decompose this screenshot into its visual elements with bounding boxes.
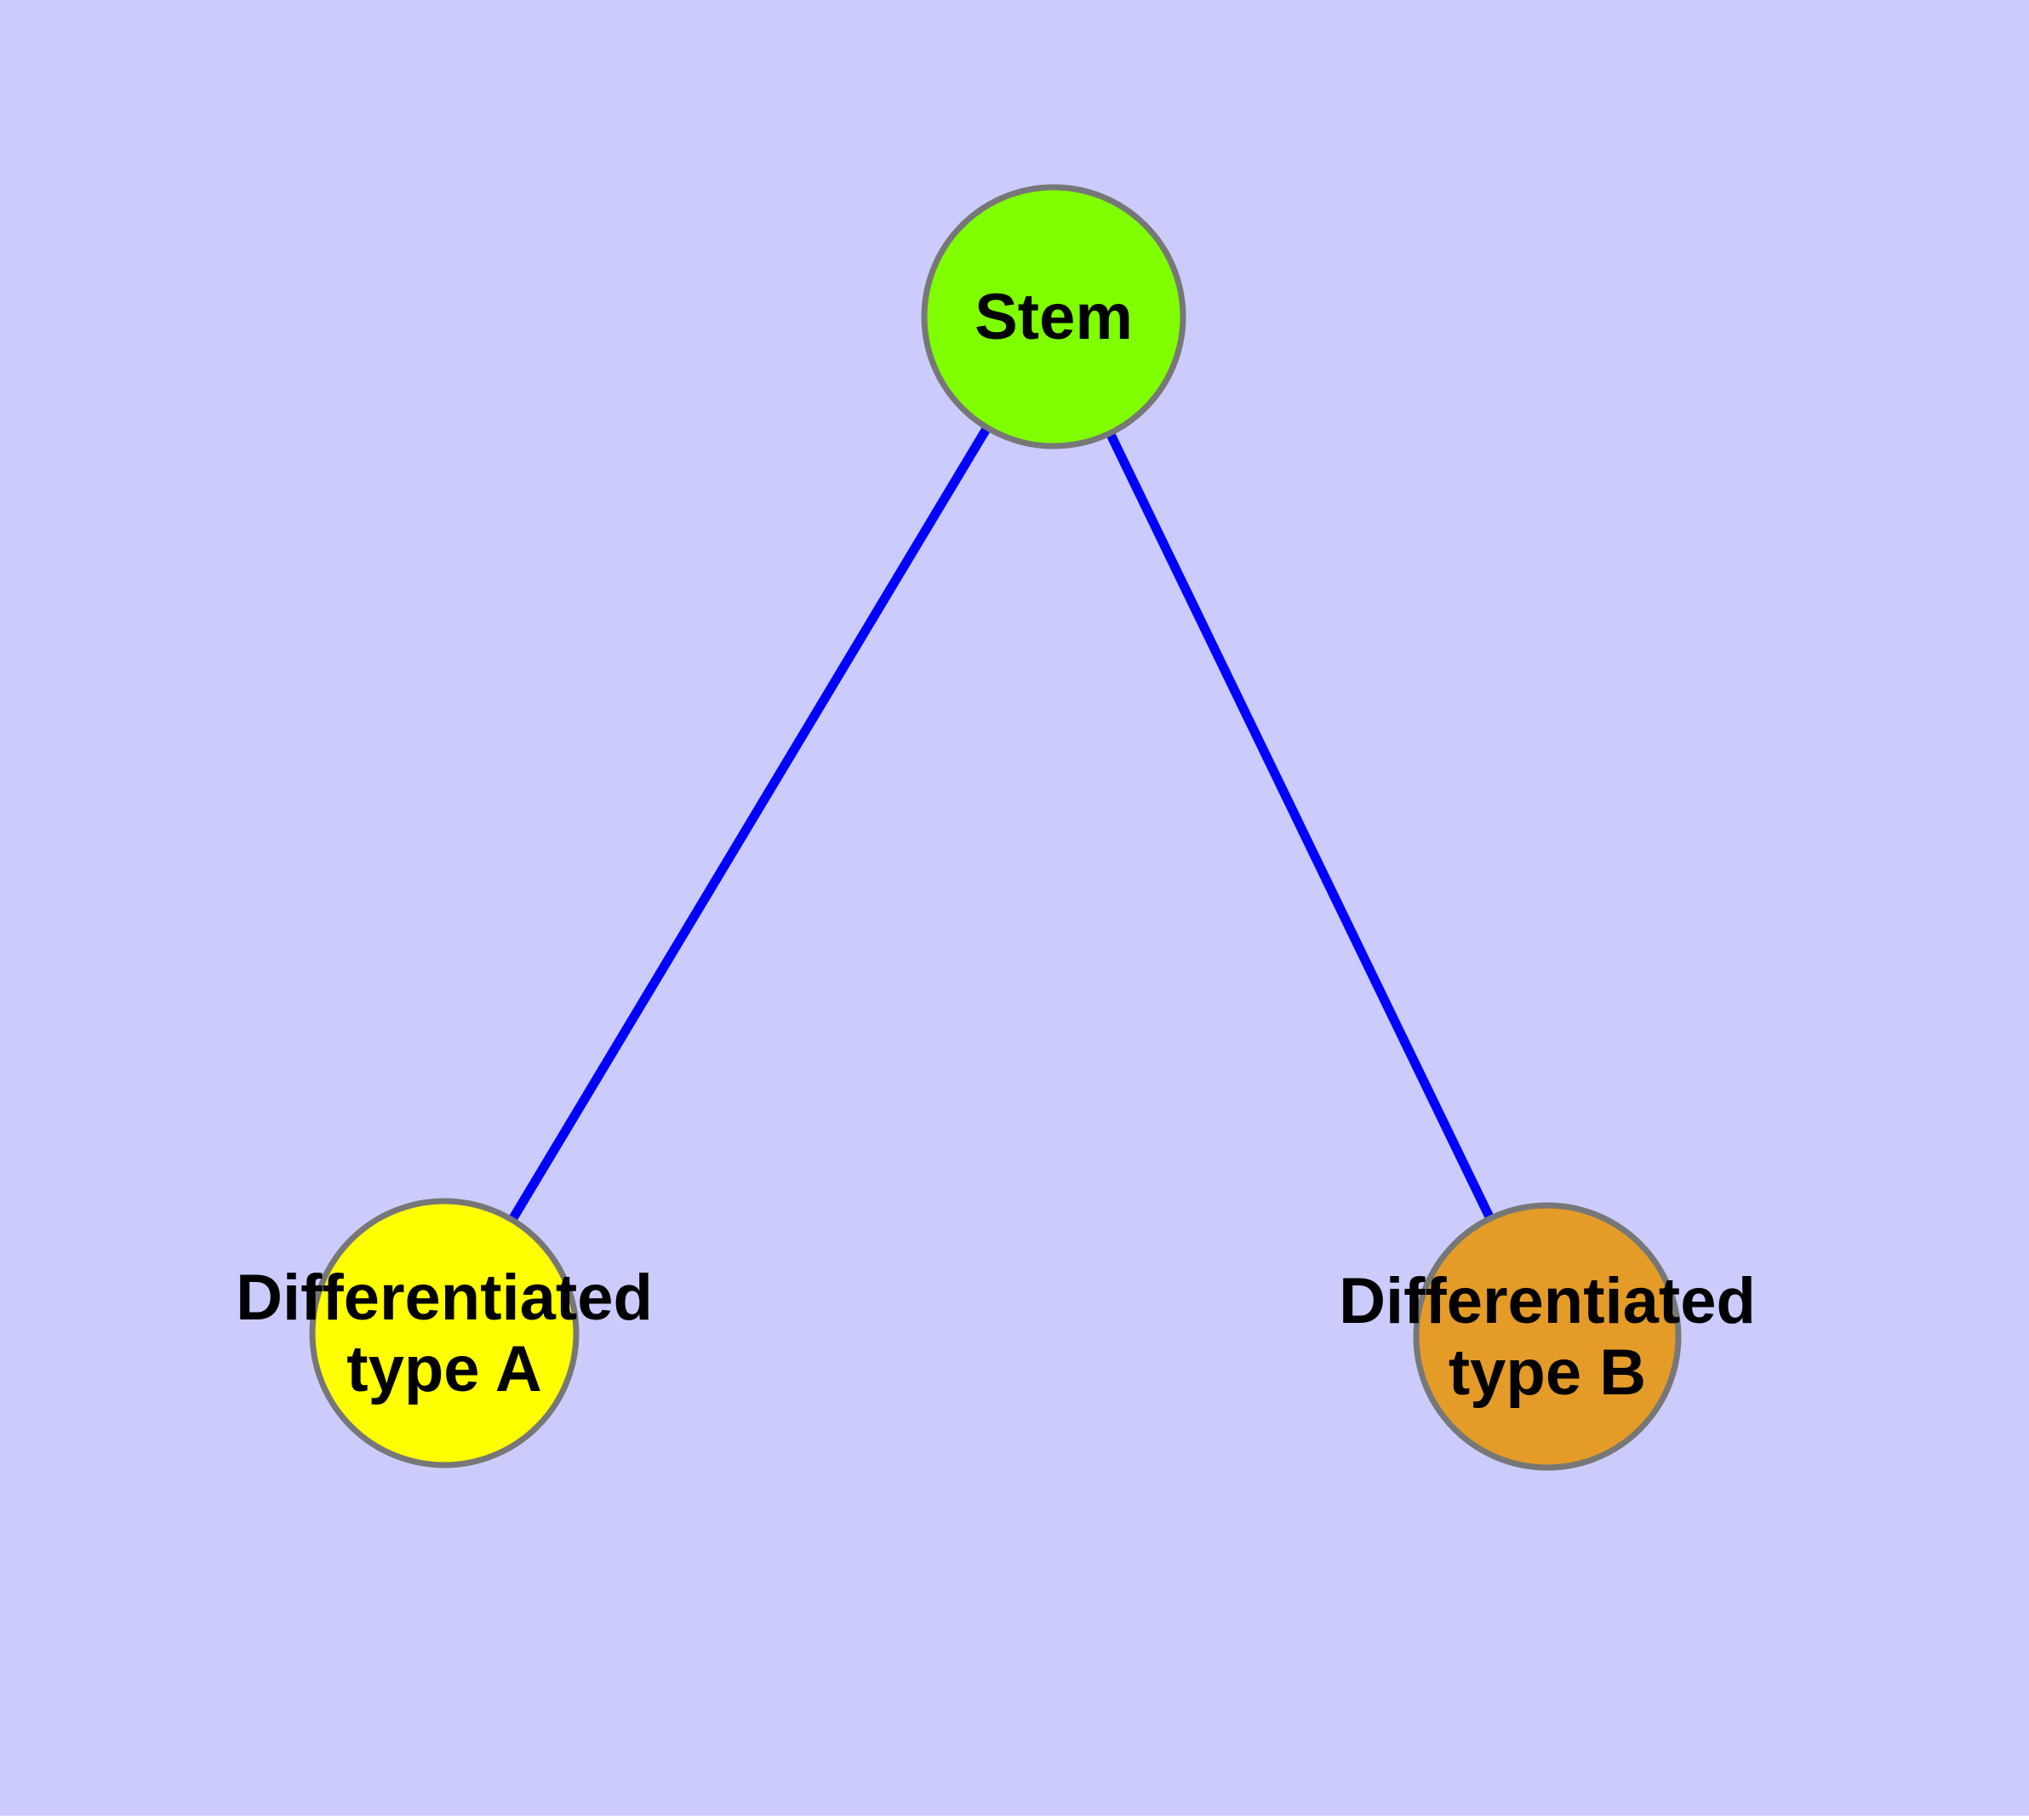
graph-node-diff-b[interactable]	[1413, 1202, 1682, 1471]
graph-node-label-line: type A	[346, 1333, 541, 1405]
graph-edge-stem-to-diff-b	[1049, 314, 1552, 1339]
graph-node-stem[interactable]	[921, 184, 1186, 449]
edges-layer	[440, 314, 1552, 1339]
graph-node-label-line: Differentiated	[1339, 1265, 1756, 1337]
graph-node-label-line: Differentiated	[236, 1262, 653, 1334]
graph-node-label-stem: Stem	[974, 281, 1133, 353]
graph-node-diff-a[interactable]	[309, 1198, 580, 1468]
nodes-layer	[309, 184, 1682, 1471]
graph-node-label-line: Stem	[974, 281, 1133, 353]
graph-node-label-line: type B	[1449, 1336, 1646, 1409]
graph-edge-stem-to-diff-a	[440, 314, 1058, 1336]
